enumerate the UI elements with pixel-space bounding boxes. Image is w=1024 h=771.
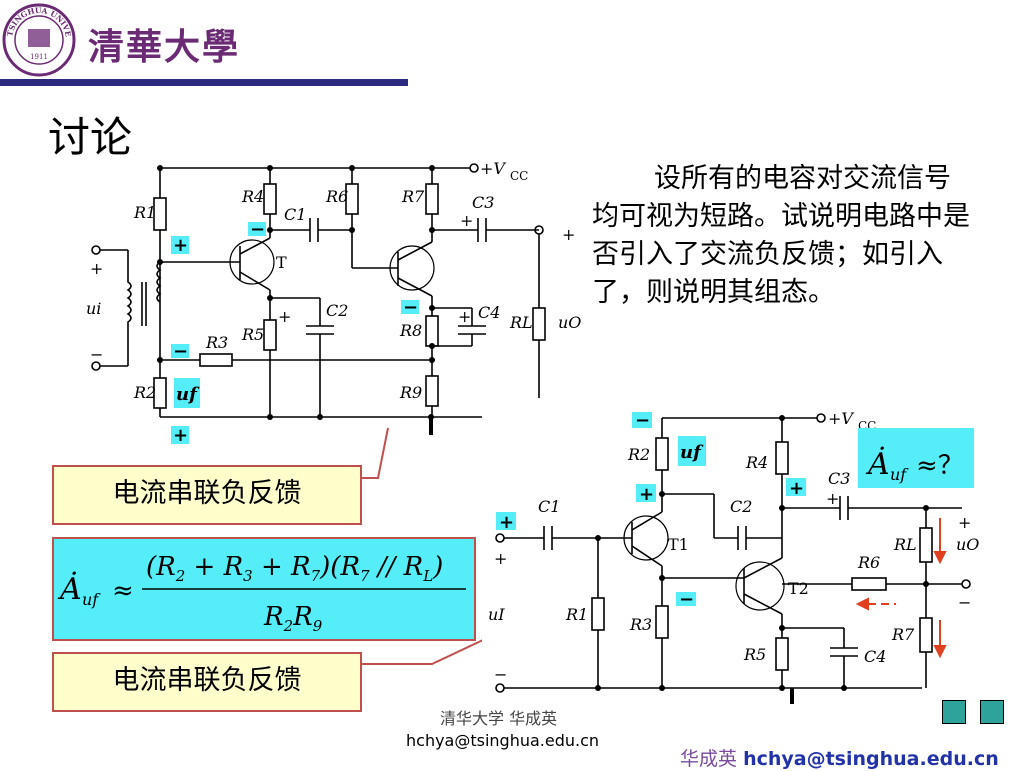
output2-plus: + bbox=[958, 513, 971, 532]
t-label: T bbox=[276, 253, 287, 272]
polarity-plus-base: + bbox=[173, 235, 188, 256]
answer-box-2: 电流串联负反馈 bbox=[52, 652, 362, 712]
t1-label: T1 bbox=[668, 535, 689, 554]
rl-label: RL bbox=[509, 313, 533, 332]
input-plus: + bbox=[90, 259, 103, 278]
nav-next-button[interactable] bbox=[980, 700, 1004, 724]
t2-label: T2 bbox=[788, 579, 809, 598]
p2-plus-r2: + bbox=[639, 484, 654, 505]
polarity-minus-emitter: − bbox=[403, 297, 418, 318]
svg-text:≈: ≈ bbox=[112, 576, 134, 606]
svg-text:Ȧ: Ȧ bbox=[865, 446, 890, 482]
footer-author: 清华大学 华成英 bbox=[440, 709, 558, 728]
r3-label: R3 bbox=[205, 333, 228, 352]
c1b-label: C1 bbox=[538, 497, 560, 516]
r8-label: R8 bbox=[399, 321, 422, 340]
c4-plus: + bbox=[458, 307, 471, 326]
svg-text:(R2 + R3 + R7)(R7 // RL): (R2 + R3 + R7)(R7 // RL) bbox=[146, 552, 443, 585]
uo-label: uO bbox=[558, 313, 581, 332]
r7b-label: R7 bbox=[891, 625, 915, 644]
svg-text:R2R9: R2R9 bbox=[263, 602, 323, 635]
uf-label: uf bbox=[176, 384, 200, 405]
r2-label: R2 bbox=[133, 383, 156, 402]
svg-text:Ȧ: Ȧ bbox=[57, 571, 82, 607]
r2b-label: R2 bbox=[627, 445, 650, 464]
p2-minus-top: − bbox=[635, 410, 650, 431]
r4-label: R4 bbox=[241, 187, 264, 206]
r7-label: R7 bbox=[401, 187, 425, 206]
answer-box-1: 电流串联负反馈 bbox=[52, 465, 362, 525]
c4b-label: C4 bbox=[864, 647, 886, 666]
polarity-plus-ground: + bbox=[173, 425, 188, 446]
slide-title: 讨论 bbox=[48, 113, 133, 162]
polarity-minus-collector: − bbox=[250, 219, 265, 240]
ui2-label: uI bbox=[488, 605, 505, 624]
uf2-label: uf bbox=[680, 442, 704, 463]
circuit-diagram-2: +V CC R1 R2 R3 R4 R5 R6 R7 RL C1 C2 C3 C… bbox=[482, 398, 982, 714]
vcc-label: +V bbox=[480, 159, 506, 178]
university-brand: 清華大學 bbox=[88, 26, 241, 68]
footer-signature: 华成英 hchya@tsinghua.edu.cn bbox=[680, 744, 999, 771]
p2-plus-c3: + bbox=[789, 478, 804, 499]
circuit-diagram-1: +V CC R1 R2 R3 R4 R5 R6 R7 R8 R9 RL C1 C… bbox=[86, 159, 581, 446]
c4-label: C4 bbox=[478, 303, 500, 322]
formula-box: Ȧ uf ≈ (R2 + R3 + R7)(R7 // RL) R2R9 bbox=[52, 537, 476, 641]
input2-plus: + bbox=[494, 549, 507, 568]
r1b-label: R1 bbox=[565, 605, 588, 624]
r9-label: R9 bbox=[399, 383, 422, 402]
nav-home-button[interactable] bbox=[942, 700, 966, 724]
c2-plus: + bbox=[278, 307, 291, 326]
footer-email: hchya@tsinghua.edu.cn bbox=[406, 731, 600, 750]
c3-plus: + bbox=[460, 211, 473, 230]
r3b-label: R3 bbox=[629, 615, 652, 634]
footer-name: 华成英 bbox=[680, 748, 738, 770]
r6-label: R6 bbox=[325, 187, 348, 206]
svg-text:uf: uf bbox=[890, 465, 909, 484]
c3-label: C3 bbox=[472, 193, 494, 212]
gain-question: ≈？ bbox=[916, 451, 964, 481]
header-bar bbox=[0, 79, 408, 86]
c3b-plus: + bbox=[826, 489, 839, 508]
question-text: 设所有的电容对交流信号均可视为短路。试说明电路中是否引入了交流负反馈；如引入了，… bbox=[592, 163, 970, 308]
output-plus: + bbox=[562, 225, 575, 244]
ui-label: ui bbox=[86, 299, 101, 318]
r4b-label: R4 bbox=[745, 453, 768, 472]
rlb-label: RL bbox=[893, 535, 917, 554]
svg-text:uf: uf bbox=[82, 590, 101, 609]
r5b-label: R5 bbox=[743, 645, 766, 664]
c2-label: C2 bbox=[326, 301, 348, 320]
c3b-label: C3 bbox=[828, 469, 850, 488]
tsinghua-seal-icon: TSINGHUA UNIVERSITY 1911 bbox=[2, 3, 76, 77]
vcc-sub-label: CC bbox=[510, 169, 528, 183]
seal-year: 1911 bbox=[30, 53, 48, 61]
p2-minus-r3: − bbox=[679, 589, 694, 610]
footer-email-link[interactable]: hchya@tsinghua.edu.cn bbox=[743, 748, 999, 770]
output2-minus: − bbox=[958, 593, 971, 612]
p2-plus-input: + bbox=[499, 512, 514, 533]
polarity-minus-r2: − bbox=[173, 341, 188, 362]
r6b-label: R6 bbox=[857, 553, 880, 572]
input2-minus: − bbox=[494, 665, 507, 684]
slide-header bbox=[0, 0, 1024, 86]
c2b-label: C2 bbox=[730, 497, 752, 516]
uo2-label: uO bbox=[956, 535, 979, 554]
r5-label: R5 bbox=[241, 325, 264, 344]
r1-label: R1 bbox=[133, 203, 156, 222]
input-minus: − bbox=[90, 345, 103, 364]
c1-label: C1 bbox=[284, 205, 306, 224]
vcc2-label: +V bbox=[828, 409, 854, 428]
